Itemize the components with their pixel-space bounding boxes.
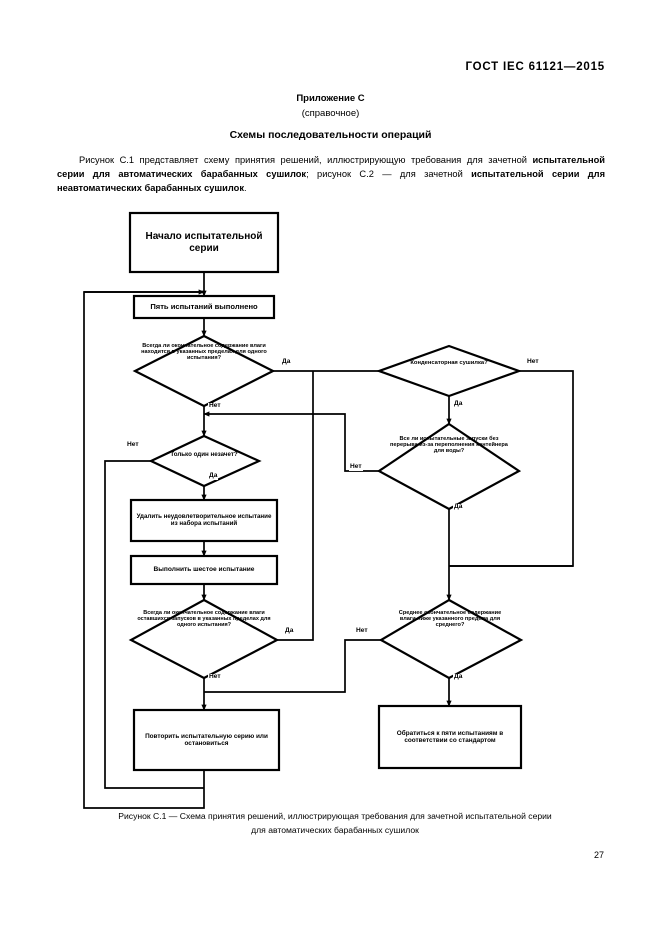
node-decision-moisture-label: Всегда ли окончательное содержание влаги… — [141, 343, 267, 361]
edge-condenser-no-bus — [449, 370, 574, 567]
edge-label-no-moisture: Нет — [208, 402, 222, 410]
edge-label-no-average: Нет — [355, 627, 369, 635]
edge-label-no-interrupt: Нет — [349, 463, 363, 471]
edge-label-yes-remaining: Да — [284, 627, 295, 635]
edge-remaining-yes-bus — [277, 414, 314, 641]
body-text-2: ; рисунок С.2 — для зачетной — [306, 169, 472, 180]
edge-label-yes-onlyone: Да — [208, 472, 219, 480]
edge-average-no-to-repeat — [204, 639, 381, 693]
body-text-1: Рисунок С.1 представляет схему принятия … — [79, 155, 533, 165]
shape-decision-average — [378, 598, 524, 680]
edge-label-no-onlyone: Нет — [126, 441, 140, 449]
shape-decision-moisture — [132, 334, 276, 408]
figure-caption: Рисунок С.1 — Схема принятия решений, ил… — [50, 810, 620, 837]
shape-refer-five — [377, 704, 523, 770]
figure-caption-line-2: для автоматических барабанных сушилок — [251, 824, 419, 835]
node-decision-condenser-label: Конденсаторная сушилка? — [410, 360, 488, 366]
page-number: 27 — [593, 850, 604, 860]
body-paragraph: Рисунок С.1 представляет схему принятия … — [57, 153, 605, 196]
shape-remove-test — [129, 498, 279, 543]
node-refer-five-label: Обратиться к пяти испытаниям в соответст… — [396, 729, 504, 744]
edge-allruns-no-to-d1no — [203, 411, 379, 472]
shape-sixth-test — [129, 554, 279, 586]
figure-caption-line-1: Рисунок С.1 — Схема принятия решений, ил… — [118, 811, 552, 821]
node-decision-remaining-label: Всегда ли окончательное содержание влаги… — [137, 610, 271, 628]
shape-decision-allruns — [376, 422, 522, 511]
node-decision-average-label: Среднее окончательное содержание влаги н… — [398, 610, 502, 628]
edge-label-yes-moisture: Да — [281, 358, 292, 366]
shape-start — [128, 211, 280, 274]
body-text-3: . — [244, 183, 247, 194]
annex-subtitle: (справочное) — [301, 108, 360, 119]
edge-repeat-loopback — [83, 291, 205, 809]
node-start-label: Начало испытательной серии — [145, 231, 263, 254]
edge-onlyone-no-to-repeat — [104, 460, 204, 789]
body-text-bold-1: испытательной серии для автоматических б… — [57, 155, 605, 180]
document-header: ГОСТ IEC 61121—2015 — [465, 61, 605, 73]
node-decision-onlyone-label: Только один незачет? — [170, 451, 238, 458]
shape-decision-onlyone — [148, 434, 262, 488]
shape-decision-remaining — [128, 598, 280, 680]
edge-label-yes-interrupt: Да — [453, 503, 464, 511]
node-repeat-stop-label: Повторить испытательную серию или остано… — [145, 732, 268, 747]
section-title: Схемы последовательности операций — [229, 129, 432, 141]
node-sixth-test-label: Выполнить шестое испытание — [153, 566, 255, 574]
edge-label-no-remaining: Нет — [208, 673, 222, 681]
body-text-bold-2: испытательной серии для неавтоматических… — [57, 169, 605, 194]
edge-label-no-condenser: Нет — [526, 358, 540, 366]
edge-label-yes-condenser: Да — [453, 400, 464, 408]
shape-repeat-stop — [132, 708, 281, 772]
annex-title: Приложение С — [296, 93, 365, 104]
shape-decision-condenser — [375, 344, 523, 398]
node-remove-test-label: Удалить неудовлетворительное испытание и… — [136, 512, 272, 527]
node-decision-allruns-label: Все ли испытательные запуски без перерыв… — [390, 436, 508, 454]
shape-five-tests — [132, 294, 276, 320]
edge-label-yes-average: Да — [453, 673, 464, 681]
node-five-tests-label: Пять испытаний выполнено — [150, 301, 258, 311]
